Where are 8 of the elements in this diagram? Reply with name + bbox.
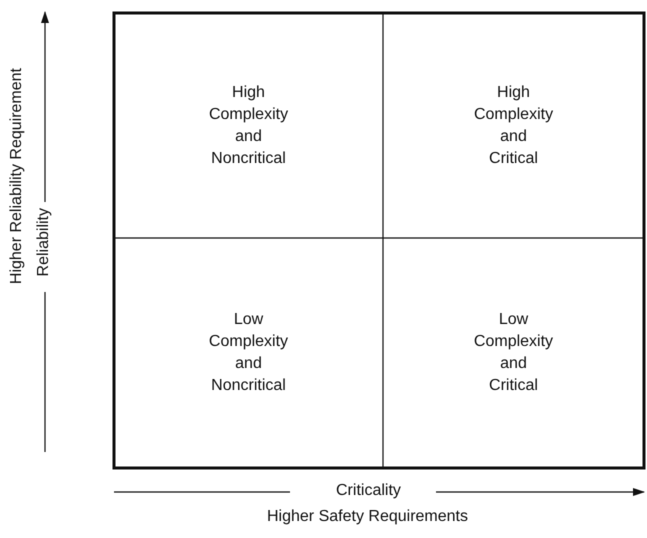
axis-label: Criticality xyxy=(336,482,401,500)
quadrant-text: Low Complexity and Noncritical xyxy=(208,310,288,396)
axis-title: Higher Safety Requirements xyxy=(267,508,468,526)
axis-title: Higher Reliability Requirement xyxy=(8,68,26,284)
quadrant-text: High Complexity and Critical xyxy=(474,82,554,168)
quadrant-text: Low Complexity and Critical xyxy=(474,310,554,396)
axis-label: Reliability xyxy=(35,208,53,276)
quadrant-text: High Complexity and Noncritical xyxy=(208,82,288,168)
